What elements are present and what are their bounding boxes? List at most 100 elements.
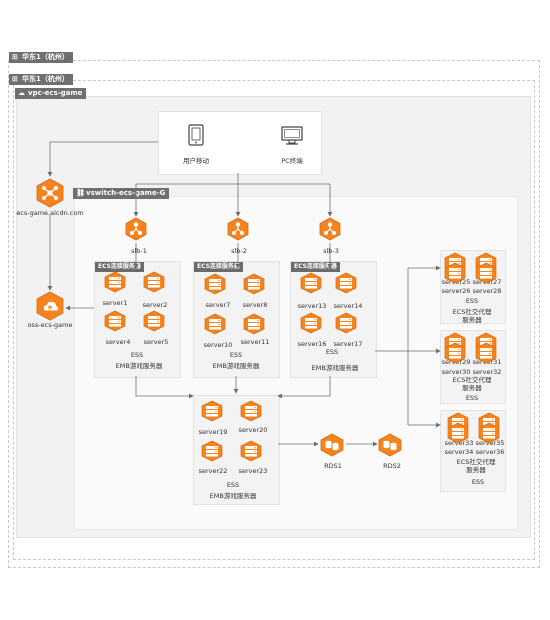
server-icon bbox=[243, 273, 265, 295]
server-icon bbox=[335, 312, 357, 334]
group-1-ess: ESS bbox=[130, 351, 144, 359]
rds-1-label: RDS1 bbox=[324, 462, 342, 470]
vswitch-tag: ⛓vswitch-ecs-game-G bbox=[73, 188, 170, 199]
server-label: server13 bbox=[297, 302, 327, 310]
vpc-label: vpc-ecs-game bbox=[28, 89, 83, 97]
server-label: server7 bbox=[205, 301, 231, 309]
server-label: server35 bbox=[475, 439, 505, 447]
line-group3-group4 bbox=[277, 376, 331, 399]
server-icon bbox=[143, 310, 165, 332]
group-2-ess: ESS bbox=[229, 351, 243, 359]
server-icon bbox=[475, 262, 497, 284]
server-icon bbox=[104, 271, 126, 293]
server-label: server16 bbox=[297, 340, 327, 348]
right-group-1-caption: ECS社交代理服务器 bbox=[452, 308, 492, 324]
cdn-label: ecs-game.aicdn.com bbox=[16, 209, 84, 217]
server-label: server30 bbox=[441, 368, 471, 376]
server-icon bbox=[444, 262, 466, 284]
right-group-3-ess: ESS bbox=[471, 478, 485, 486]
pc-icon bbox=[281, 126, 303, 146]
oss-hex bbox=[36, 291, 64, 321]
server-label: server14 bbox=[333, 302, 363, 310]
server-label: server2 bbox=[142, 301, 168, 309]
group-4-caption: EMB游戏服务器 bbox=[209, 492, 257, 500]
server-icon bbox=[444, 342, 466, 364]
oss-icon bbox=[36, 291, 64, 321]
pc-label: PC终端 bbox=[281, 157, 303, 165]
server-label: server4 bbox=[105, 338, 131, 346]
server-icon bbox=[478, 422, 500, 444]
slb-2-icon bbox=[227, 217, 249, 241]
oss-label: oss-ecs-game bbox=[27, 321, 73, 329]
server-icon bbox=[201, 440, 223, 462]
group-2-caption: EMB游戏服务器 bbox=[212, 362, 260, 370]
server-icon bbox=[300, 312, 322, 334]
right-group-3-caption: ECS社交代理服务器 bbox=[456, 458, 496, 474]
server-label: server20 bbox=[238, 426, 268, 434]
server-icon bbox=[300, 272, 322, 294]
server-label: server23 bbox=[238, 467, 268, 475]
server-label: server26 bbox=[441, 287, 471, 295]
rds-2-icon bbox=[378, 433, 402, 457]
server-icon bbox=[104, 310, 126, 332]
server-label: server34 bbox=[444, 448, 474, 456]
server-icon bbox=[475, 342, 497, 364]
server-label: server19 bbox=[198, 428, 228, 436]
server-icon bbox=[204, 313, 226, 335]
region-outer-label: 华东1（杭州） bbox=[22, 53, 69, 61]
server-label: server22 bbox=[198, 467, 228, 475]
server-icon bbox=[201, 400, 223, 422]
line-group1-group4 bbox=[135, 376, 194, 399]
server-label: server17 bbox=[333, 340, 363, 348]
server-icon bbox=[143, 271, 165, 293]
slb-2-label: slb-2 bbox=[231, 247, 247, 255]
server-label: server11 bbox=[240, 338, 270, 346]
server-icon bbox=[240, 400, 262, 422]
slb-1-label: slb-1 bbox=[131, 247, 147, 255]
region-inner-label: 华东1（杭州） bbox=[22, 75, 69, 83]
server-icon bbox=[243, 313, 265, 335]
ecs-group-2-tag: ECS连接服务器 bbox=[194, 262, 243, 272]
group-4-ess: ESS bbox=[226, 481, 240, 489]
server-icon bbox=[204, 273, 226, 295]
group-1-caption: EMB游戏服务器 bbox=[115, 362, 163, 370]
ecs-group-3-tag: ECS连接服务器 bbox=[291, 262, 340, 272]
server-icon bbox=[335, 272, 357, 294]
mobile-label: 用户移动 bbox=[183, 157, 209, 165]
server-label: server32 bbox=[472, 368, 502, 376]
server-label: server33 bbox=[444, 439, 474, 447]
rds-2-label: RDS2 bbox=[383, 462, 401, 470]
vpc-tag: ☁vpc-ecs-game bbox=[15, 88, 87, 99]
server-icon bbox=[240, 440, 262, 462]
server-label: server36 bbox=[475, 448, 505, 456]
right-group-1-ess: ESS bbox=[465, 297, 479, 305]
vswitch-label: vswitch-ecs-game-G bbox=[86, 189, 166, 197]
mobile-icon bbox=[188, 124, 204, 146]
cloud-icon: ☁ bbox=[18, 89, 25, 97]
slb-3-icon bbox=[319, 217, 341, 241]
group-3-caption: EMB游戏服务器 bbox=[311, 364, 359, 372]
mobile-icon-svg bbox=[188, 124, 204, 146]
line-client-cdn bbox=[47, 141, 158, 177]
group-3-ess: ESS bbox=[325, 348, 339, 356]
region-icon: ⊞ bbox=[12, 53, 18, 61]
right-group-2-caption: ECS社交代理服务器 bbox=[452, 376, 492, 392]
ecs-group-1-tag: ECS连接服务器 bbox=[95, 262, 144, 272]
right-group-2-ess: ESS bbox=[465, 394, 479, 402]
region-icon: ⊞ bbox=[12, 75, 18, 83]
cdn-icon bbox=[36, 178, 64, 208]
region-inner-tag: ⊞ 华东1（杭州） bbox=[9, 74, 73, 85]
link-icon: ⛓ bbox=[76, 189, 85, 197]
region-inner-box bbox=[13, 80, 535, 560]
server-label: server5 bbox=[143, 338, 169, 346]
rds-1-icon bbox=[320, 433, 344, 457]
server-label: server8 bbox=[242, 301, 268, 309]
pc-icon-svg bbox=[281, 126, 303, 145]
server-label: server1 bbox=[102, 299, 128, 307]
region-outer-box bbox=[8, 60, 540, 568]
cdn-hex bbox=[36, 178, 64, 208]
slb-1-icon bbox=[125, 217, 147, 241]
server-label: server28 bbox=[472, 287, 502, 295]
server-icon bbox=[447, 422, 469, 444]
